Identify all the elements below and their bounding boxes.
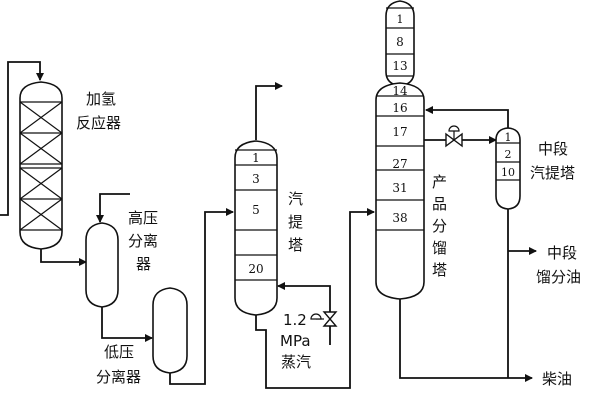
fractionator-tray-16: 16 [392,101,407,115]
side-draw [424,125,497,148]
lp-separator-vessel [152,287,188,374]
middle-distillate-label-line2: 馏分油 [536,268,581,286]
hp-separator-vessel [85,222,119,308]
hp-separator-label-2: 分离 [128,232,158,250]
steam-valve-actuator-icon [310,313,322,320]
steam-valve-icon [322,311,338,327]
stripper-label-3: 塔 [288,236,303,254]
reactor-outlet-line [40,249,87,266]
stripper-tray-1: 1 [252,151,260,165]
fractionator-tray-17: 17 [392,125,407,139]
fractionator-label-2: 品 [432,195,447,213]
fractionator-label-1: 产 [432,173,447,191]
middle-stripper-tray-2: 2 [505,148,512,161]
lp-separator: 低压 分离器 [96,287,188,386]
reactor-label-line2: 反应器 [76,114,121,132]
middle-stripper-vapor-return [425,106,509,128]
steam-label-line2: MPa [280,332,311,350]
fractionator-tray-31: 31 [392,181,407,195]
reactor-feed-line [0,61,44,216]
stripper-vessel [234,140,278,316]
lp-separator-label-line2: 分离器 [96,368,141,386]
stripper-overhead-line [255,82,283,140]
product-fractionator: 1 8 13 14 16 17 27 31 38 产 品 分 馏 塔 [375,0,447,300]
reactor-label-line1: 加氢 [86,90,116,108]
catalyst-bed-bottom [19,167,63,231]
steam-label-line1: 1.2 [283,311,307,329]
hydrogenation-reactor: 加氢 反应器 [0,61,121,250]
fractionator-top-tray-8: 8 [396,35,404,49]
middle-stripper-tray-10: 10 [501,166,515,179]
steam-label-line3: 蒸汽 [281,353,311,371]
middle-stripper-tray-1: 1 [505,131,512,144]
lp-separator-label-line1: 低压 [104,343,134,361]
fractionator-tray-38: 38 [392,211,407,225]
stripper-tray-3: 3 [252,172,260,186]
hp-separator-inlet-line [96,193,130,223]
side-draw-valve-actuator-icon [448,125,460,132]
fractionator-tray-14: 14 [392,84,408,98]
fractionator-label-5: 塔 [432,261,447,279]
hp-separator-label-1: 高压 [128,209,158,227]
fractionator-top-tray-1: 1 [397,13,404,26]
fractionator-tray-27: 27 [392,157,407,171]
middle-stripper-label-line2: 汽提塔 [530,164,575,182]
hp-separator: 高压 分离 器 [85,193,158,308]
middle-distillate-label-line1: 中段 [547,244,577,262]
stripper-label-2: 提 [288,213,303,231]
fractionator-main-section [375,82,425,300]
catalyst-bed-top [19,101,63,165]
fractionator-top-section [385,0,415,87]
middle-stripper-vessel [495,127,521,210]
stripper-tray-5: 5 [252,203,260,217]
fractionator-label-4: 馏 [432,239,447,257]
middle-stripper: 1 2 10 中段 汽提塔 [495,127,575,210]
middle-stripper-label-line1: 中段 [538,140,568,158]
steam-feed: 1.2 MPa 蒸汽 [277,282,338,371]
diesel-label: 柴油 [542,370,572,388]
fractionator-top-tray-13: 13 [392,59,407,73]
stripper-column: 1 3 5 20 汽 提 塔 [234,82,303,316]
stripper-tray-20: 20 [248,262,263,276]
lp-to-stripper-line [169,208,234,385]
stripper-label-1: 汽 [288,190,303,208]
hp-to-lp-line [101,307,153,342]
hp-separator-label-3: 器 [136,255,151,273]
diesel-outlet-line [399,299,533,382]
stripper-to-fractionator-line [255,208,375,389]
fractionator-label-3: 分 [432,217,447,235]
